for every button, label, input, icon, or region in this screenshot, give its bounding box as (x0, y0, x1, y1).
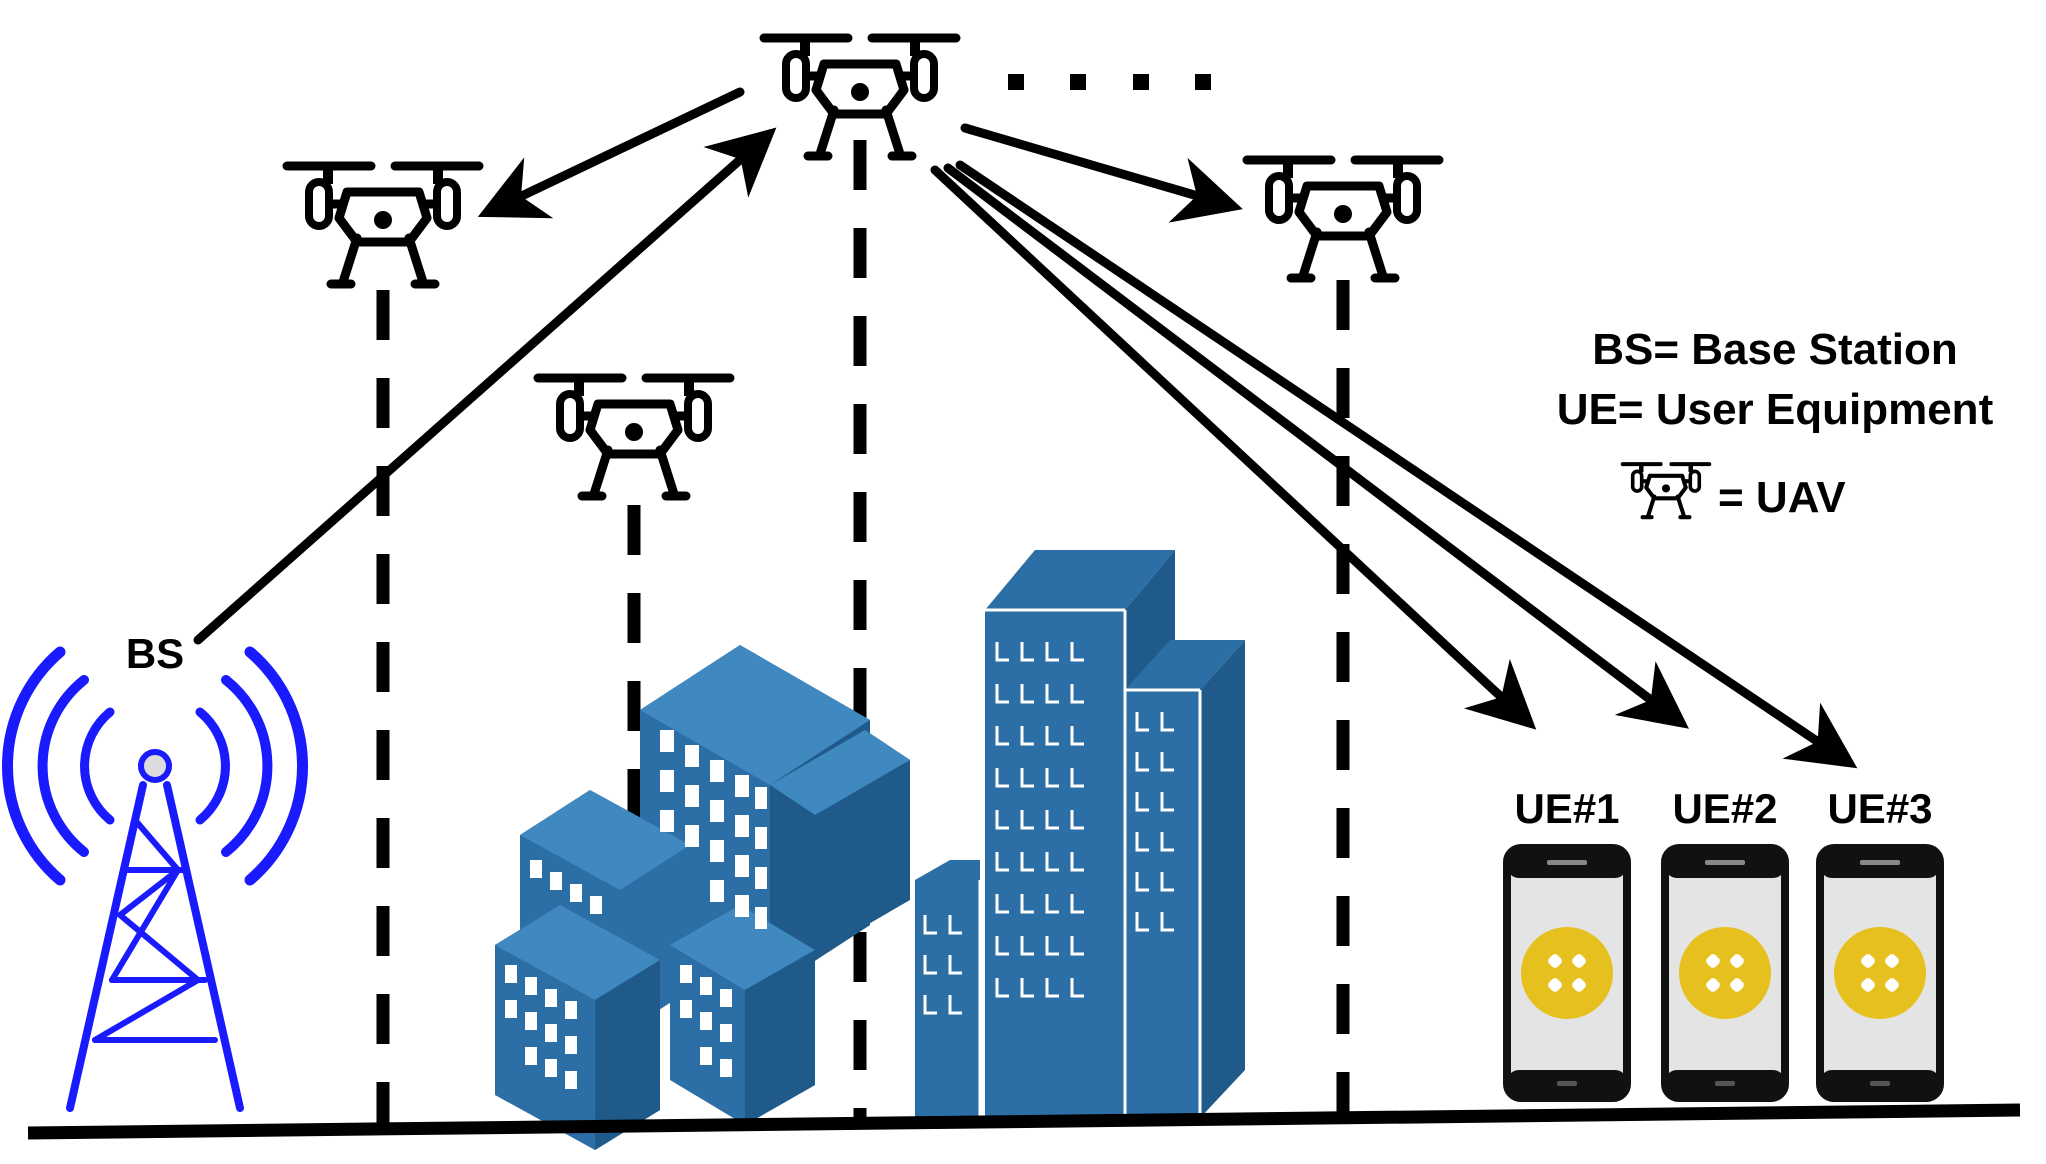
arrow-uav-to-ue3 (955, 160, 1858, 769)
uav-top (764, 38, 956, 156)
ue3-label: UE#3 (1827, 785, 1932, 832)
uav-right (1247, 160, 1439, 278)
legend-ue: UE= User Equipment (1557, 385, 1994, 434)
uav-low (538, 378, 730, 496)
ellipsis-dots (1008, 74, 1211, 90)
arrow-uav-to-left-uav (477, 87, 745, 219)
buildings-left (495, 645, 910, 1150)
link-arrows (193, 87, 1858, 769)
ue2-phone (1665, 848, 1785, 1098)
drone-icon (764, 38, 956, 156)
arrow-uav-to-right-uav (960, 123, 1243, 223)
drone-icon (538, 378, 730, 496)
drone-icon (287, 166, 479, 284)
smartphone-icon (1665, 848, 1785, 1098)
arrow-uav-to-ue1 (930, 165, 1537, 730)
arrow-uav-to-ue2 (943, 163, 1689, 729)
drone-icon (1247, 160, 1439, 278)
ground-line (27, 1103, 2021, 1140)
legend: BS= Base Station UE= User Equipment = UA… (1557, 325, 1994, 522)
buildings-right (915, 550, 1245, 1118)
legend-bs: BS= Base Station (1592, 325, 1958, 374)
arrow-bs-to-uav (193, 127, 777, 645)
drone-icon (1623, 464, 1709, 517)
cell-tower-icon (1, 646, 309, 1112)
ue3-phone (1820, 848, 1940, 1098)
uav-left (287, 166, 479, 284)
ue2-label: UE#2 (1672, 785, 1777, 832)
ue1-phone (1507, 848, 1627, 1098)
smartphone-icon (1507, 848, 1627, 1098)
bs-label: BS (126, 630, 184, 677)
smartphone-icon (1820, 848, 1940, 1098)
ue1-label: UE#1 (1514, 785, 1619, 832)
legend-uav: = UAV (1718, 473, 1846, 522)
